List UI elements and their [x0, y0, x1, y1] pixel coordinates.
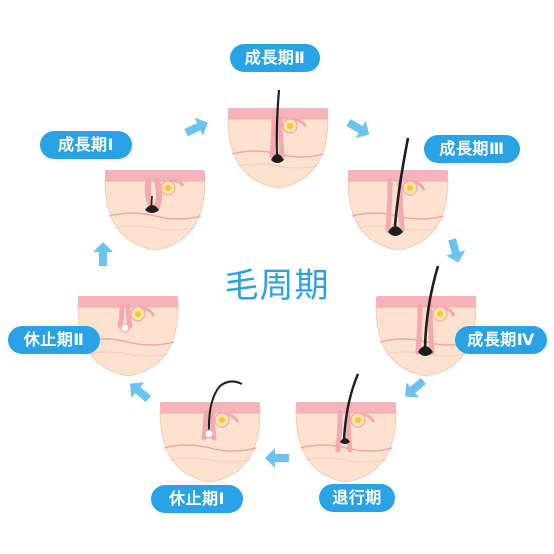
cycle-arrow-icon [130, 382, 151, 403]
illustration-anagen-2 [227, 89, 329, 189]
cycle-arrow-icon [446, 238, 466, 263]
cycle-arrow-icon [346, 119, 370, 139]
illustration-anagen-4 [375, 265, 477, 377]
diagram-title: 毛周期 [224, 266, 330, 306]
cycle-arrow-icon [93, 242, 113, 266]
illustration-anagen-1 [104, 169, 206, 251]
cycle-arrow-icon [184, 117, 208, 137]
cycle-arrow-icon [405, 377, 426, 398]
stage-label-telogen-2: 休止期Ⅱ [8, 326, 100, 354]
illustration-telogen-2 [77, 295, 179, 377]
stage-label-telogen-1: 休止期Ⅰ [151, 485, 243, 513]
stage-label-anagen-3: 成長期Ⅲ [424, 135, 520, 163]
cycle-arrow-icon [265, 448, 289, 468]
stage-label-anagen-2: 成長期Ⅱ [230, 44, 320, 72]
illustration-catagen [295, 373, 397, 483]
illustration-anagen-3 [347, 137, 449, 251]
cycle-arrows [93, 117, 466, 468]
stage-label-anagen-1: 成長期Ⅰ [40, 131, 132, 159]
illustration-telogen-1 [159, 380, 261, 483]
stage-label-anagen-4: 成長期Ⅳ [455, 326, 547, 354]
stage-label-catagen: 退行期 [319, 484, 395, 512]
